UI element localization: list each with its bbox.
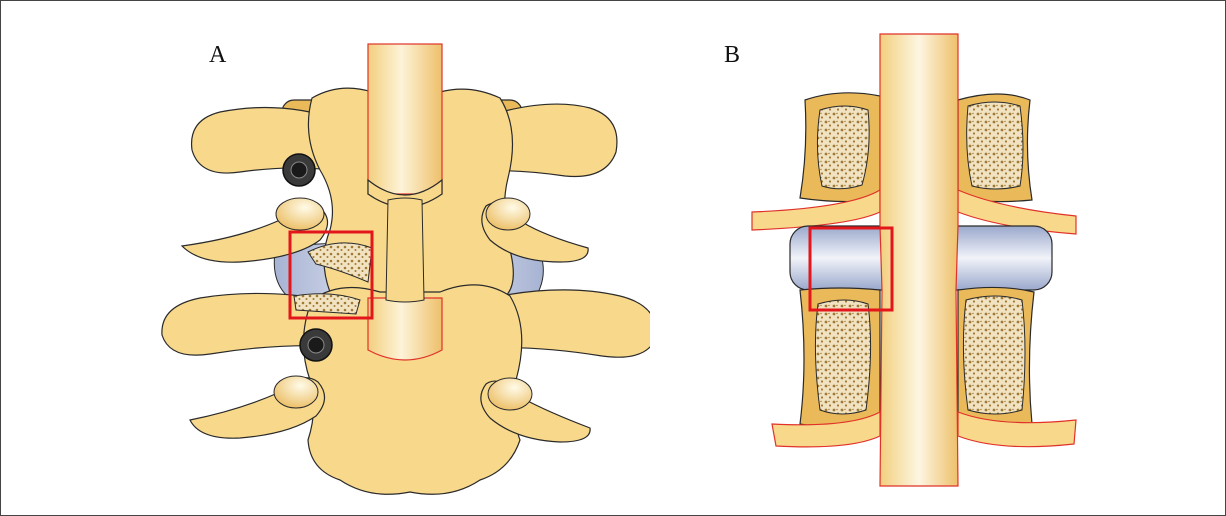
sagittal-illustration <box>745 0 1085 516</box>
panel-a-vertebrae-posterior-view <box>150 0 650 516</box>
spinous-process-upper <box>386 198 424 302</box>
upper-pedicle-screw-icon <box>283 154 315 186</box>
fracture-fragment-lower <box>294 294 360 314</box>
panel-b-sagittal-section <box>745 0 1085 516</box>
vertebrae-illustration <box>150 0 650 516</box>
lower-pedicle-screw-icon <box>300 329 332 361</box>
upper-right-facet-joint <box>486 198 530 230</box>
upper-right-cancellous <box>967 102 1023 189</box>
upper-left-facet-joint <box>276 198 324 230</box>
lower-left-cancellous <box>815 300 870 414</box>
spinal-cord <box>368 44 442 194</box>
cord-lower-segment <box>368 298 442 360</box>
lower-right-cancellous <box>963 296 1025 414</box>
upper-left-cancellous <box>817 106 869 189</box>
panel-b-label: B <box>724 42 740 69</box>
lower-left-facet-joint <box>274 376 318 408</box>
lower-right-facet-joint <box>488 378 532 410</box>
